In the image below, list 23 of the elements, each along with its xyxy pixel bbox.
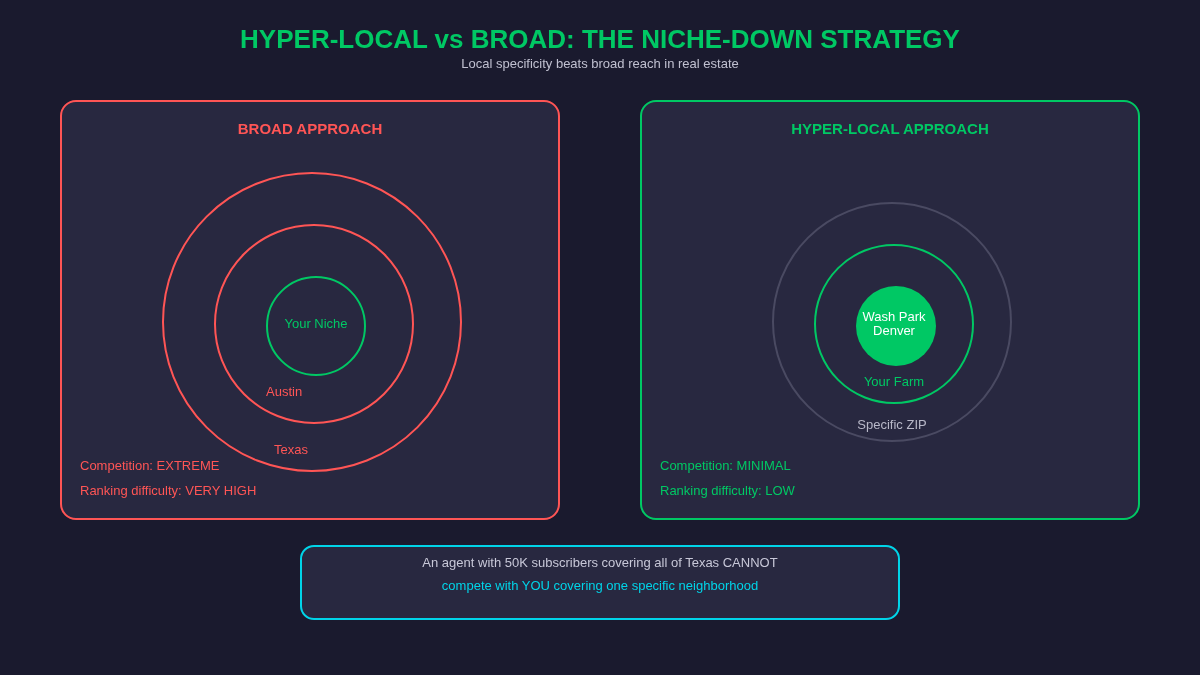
circle-label: Your Niche <box>283 316 349 331</box>
area-ring <box>814 244 974 404</box>
approach-panel <box>640 100 1140 520</box>
area-ring <box>772 202 1012 442</box>
stat-text: Ranking difficulty: LOW <box>660 483 795 498</box>
approach-panel <box>60 100 560 520</box>
circle-label: Austin <box>266 384 303 399</box>
area-ring <box>214 224 414 424</box>
stat-text: Competition: MINIMAL <box>660 458 791 473</box>
note-text: compete with YOU covering one specific neighborhood <box>440 578 760 593</box>
panel-heading: HYPER-LOCAL APPROACH <box>790 120 990 137</box>
stat-text: Ranking difficulty: VERY HIGH <box>80 483 257 498</box>
note-text: An agent with 50K subscribers covering all of Texas CANNOT <box>421 555 779 570</box>
area-ring <box>266 276 366 376</box>
panel-heading: BROAD APPROACH <box>236 120 384 137</box>
circle-label: Specific ZIP <box>856 417 928 432</box>
circle-label: Your Farm <box>862 374 926 389</box>
circle-label: Texas <box>274 442 308 457</box>
note-box <box>300 545 900 620</box>
circle-label: Wash Park Denver <box>861 310 927 338</box>
stat-text: Competition: EXTREME <box>80 458 220 473</box>
diagram-title: HYPER-LOCAL vs BROAD: THE NICHE-DOWN STRATEGY <box>239 24 961 55</box>
subtitle: Local specificity beats broad reach in real estate <box>460 56 740 71</box>
